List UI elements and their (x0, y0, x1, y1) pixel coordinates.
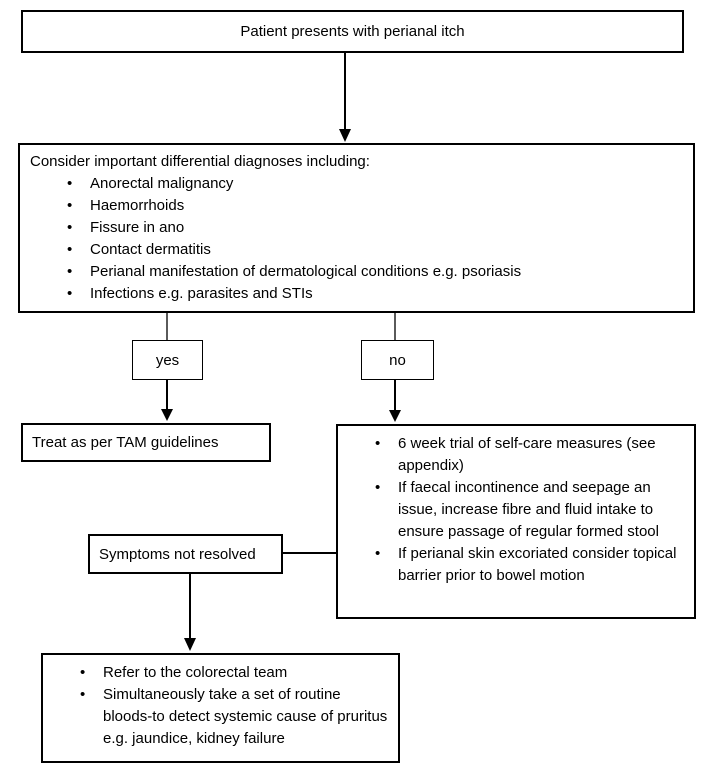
list-item: Anorectal malignancy (30, 173, 683, 195)
selfcare-list: 6 week trial of self-care measures (see … (338, 433, 694, 587)
symptoms-box: Symptoms not resolved (88, 534, 283, 574)
list-item: If perianal skin excoriated consider top… (338, 543, 694, 587)
yes-box-label: yes (155, 351, 180, 369)
differentials-list: Anorectal malignancy Haemorrhoids Fissur… (30, 173, 683, 305)
no-box: no (361, 340, 434, 380)
arrow-symptoms-to-refer-head (184, 638, 196, 651)
list-item: Fissure in ano (30, 217, 683, 239)
start-box: Patient presents with perianal itch (21, 10, 684, 53)
list-item: Haemorrhoids (30, 195, 683, 217)
list-item: Contact dermatitis (30, 239, 683, 261)
no-box-label: no (389, 351, 406, 369)
list-item: Perianal manifestation of dermatological… (30, 261, 683, 283)
differentials-intro: Consider important differential diagnose… (30, 153, 370, 170)
arrow-no-to-selfcare-head (389, 410, 401, 422)
start-box-text: Patient presents with perianal itch (240, 23, 465, 40)
symptoms-box-text: Symptoms not resolved (99, 545, 256, 563)
selfcare-box: 6 week trial of self-care measures (see … (336, 424, 696, 619)
list-item: Infections e.g. parasites and STIs (30, 283, 683, 305)
yes-box: yes (132, 340, 203, 380)
treat-box-text: Treat as per TAM guidelines (32, 434, 219, 451)
list-item: If faecal incontinence and seepage an is… (338, 477, 694, 543)
differentials-box: Consider important differential diagnose… (18, 143, 695, 313)
list-item: 6 week trial of self-care measures (see … (338, 433, 694, 477)
treat-box: Treat as per TAM guidelines (21, 423, 271, 462)
refer-box: Refer to the colorectal team Simultaneou… (41, 653, 400, 763)
refer-list: Refer to the colorectal team Simultaneou… (43, 662, 398, 750)
arrow-start-to-differentials-head (339, 129, 351, 142)
arrow-yes-to-treat-head (161, 409, 173, 421)
list-item: Simultaneously take a set of routine blo… (43, 684, 398, 750)
list-item: Refer to the colorectal team (43, 662, 398, 684)
